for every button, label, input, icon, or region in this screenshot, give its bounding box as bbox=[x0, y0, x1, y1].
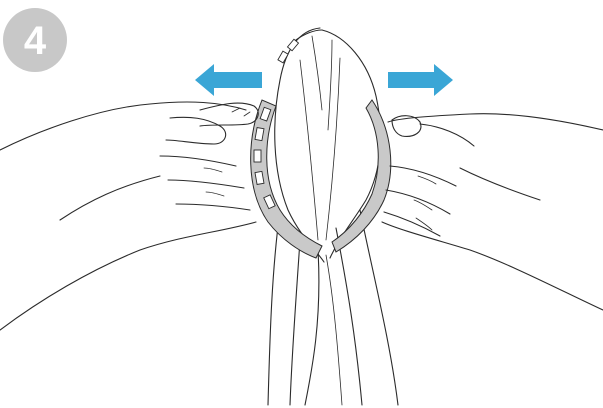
left-hand bbox=[0, 102, 258, 330]
right-hand bbox=[382, 114, 603, 310]
arrow-right-icon bbox=[388, 64, 453, 96]
arrow-left-icon bbox=[195, 64, 262, 96]
elastic-band-right bbox=[332, 100, 391, 252]
step-number: 4 bbox=[24, 19, 47, 63]
step-number-badge: 4 bbox=[3, 8, 67, 72]
